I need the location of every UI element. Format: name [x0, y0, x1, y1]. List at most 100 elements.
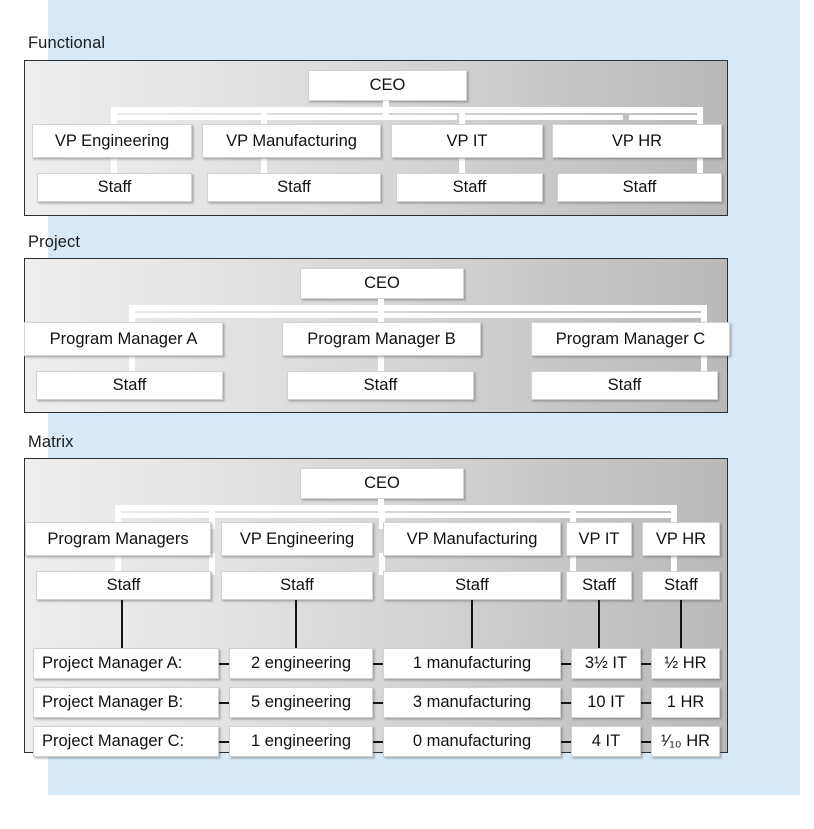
- connector-link: [111, 155, 117, 177]
- matrix-hyphen: [373, 663, 383, 665]
- connector-drop: [115, 505, 121, 529]
- connector-drop: [261, 107, 267, 131]
- chart-panel-functional: CEO VP Engineering VP Manufacturing VP I…: [24, 60, 728, 216]
- connector-bus-seg: [385, 513, 570, 518]
- connector-link: [697, 155, 703, 177]
- matrix-hyphen: [219, 702, 229, 704]
- node-staff[interactable]: Staff: [531, 371, 718, 400]
- matrix-vertical-link: [121, 600, 123, 648]
- connector-link: [115, 553, 121, 575]
- node-ceo[interactable]: CEO: [308, 70, 467, 101]
- connector-bus-seg: [629, 115, 703, 120]
- node-vp-it[interactable]: VP IT: [391, 124, 543, 158]
- connector-drop: [570, 505, 576, 529]
- connector-link: [209, 553, 215, 575]
- node-ceo[interactable]: CEO: [300, 468, 464, 499]
- node-ceo[interactable]: CEO: [300, 268, 464, 299]
- node-staff[interactable]: Staff: [221, 571, 373, 600]
- connector-drop: [378, 305, 384, 329]
- node-staff[interactable]: Staff: [383, 571, 561, 600]
- matrix-vertical-link: [598, 600, 600, 648]
- node-staff[interactable]: Staff: [36, 571, 211, 600]
- matrix-hyphen: [641, 741, 651, 743]
- connector-drop: [671, 505, 677, 529]
- node-staff[interactable]: Staff: [642, 571, 720, 600]
- matrix-cell-it[interactable]: 10 IT: [571, 687, 641, 718]
- connector-link: [261, 155, 267, 177]
- matrix-cell-manufacturing[interactable]: 0 manufacturing: [383, 726, 561, 757]
- node-vp-hr[interactable]: VP HR: [642, 522, 720, 556]
- node-staff[interactable]: Staff: [36, 371, 223, 400]
- matrix-cell-manufacturing[interactable]: 1 manufacturing: [383, 648, 561, 679]
- matrix-cell-it[interactable]: 4 IT: [571, 726, 641, 757]
- connector-link: [379, 553, 385, 575]
- node-vp-engineering[interactable]: VP Engineering: [32, 124, 192, 158]
- connector-bus: [111, 107, 703, 113]
- connector-drop: [701, 305, 707, 329]
- connector-bus-seg: [135, 313, 378, 318]
- connector-drop: [209, 505, 215, 529]
- connector-bus-seg: [465, 115, 623, 120]
- connector-link: [671, 553, 677, 575]
- node-staff[interactable]: Staff: [207, 173, 381, 202]
- matrix-cell-hr[interactable]: 1 HR: [651, 687, 720, 718]
- node-staff[interactable]: Staff: [566, 571, 632, 600]
- section-title-project: Project: [28, 233, 81, 251]
- matrix-cell-hr[interactable]: ½ HR: [651, 648, 720, 679]
- matrix-vertical-link: [680, 600, 682, 648]
- matrix-hyphen: [219, 741, 229, 743]
- connector-link: [570, 553, 576, 575]
- node-vp-manufacturing[interactable]: VP Manufacturing: [383, 522, 561, 556]
- connector-bus-seg: [121, 513, 209, 518]
- matrix-cell-engineering[interactable]: 2 engineering: [229, 648, 373, 679]
- matrix-row-label[interactable]: Project Manager C:: [33, 726, 219, 757]
- node-vp-manufacturing[interactable]: VP Manufacturing: [202, 124, 381, 158]
- node-vp-it[interactable]: VP IT: [566, 522, 632, 556]
- matrix-cell-manufacturing[interactable]: 3 manufacturing: [383, 687, 561, 718]
- connector-bus-seg: [384, 313, 701, 318]
- section-title-functional: Functional: [28, 34, 106, 52]
- node-program-manager-a[interactable]: Program Manager A: [24, 322, 223, 356]
- connector-bus-seg: [576, 513, 671, 518]
- connector-link: [378, 353, 384, 375]
- node-staff[interactable]: Staff: [37, 173, 192, 202]
- connector-bus-seg: [215, 513, 379, 518]
- matrix-hyphen: [219, 663, 229, 665]
- matrix-cell-engineering[interactable]: 1 engineering: [229, 726, 373, 757]
- matrix-hyphen: [373, 702, 383, 704]
- node-program-managers[interactable]: Program Managers: [25, 522, 211, 556]
- node-program-manager-b[interactable]: Program Manager B: [282, 322, 481, 356]
- matrix-hyphen: [561, 663, 571, 665]
- matrix-hyphen: [561, 702, 571, 704]
- matrix-cell-it[interactable]: 3½ IT: [571, 648, 641, 679]
- section-title-matrix: Matrix: [28, 433, 74, 451]
- connector-bus: [129, 305, 707, 311]
- chart-panel-project: CEO Program Manager A Program Manager B …: [24, 258, 730, 413]
- matrix-cell-hr[interactable]: ¹⁄₁₀ HR: [651, 726, 720, 757]
- connector-drop: [379, 505, 385, 529]
- node-staff[interactable]: Staff: [557, 173, 722, 202]
- connector-bus-seg: [117, 115, 261, 120]
- chart-panel-matrix: CEO Program Managers VP Engineering VP M…: [24, 458, 728, 757]
- connector-bus-seg: [267, 115, 457, 120]
- matrix-hyphen: [641, 702, 651, 704]
- node-staff[interactable]: Staff: [396, 173, 543, 202]
- matrix-hyphen: [561, 741, 571, 743]
- node-staff[interactable]: Staff: [287, 371, 474, 400]
- connector-drop: [111, 107, 117, 131]
- matrix-cell-engineering[interactable]: 5 engineering: [229, 687, 373, 718]
- matrix-row-label[interactable]: Project Manager B:: [33, 687, 219, 718]
- connector-link: [129, 353, 135, 375]
- node-vp-engineering[interactable]: VP Engineering: [221, 522, 373, 556]
- node-vp-hr[interactable]: VP HR: [552, 124, 722, 158]
- node-program-manager-c[interactable]: Program Manager C: [531, 322, 730, 356]
- connector-drop: [129, 305, 135, 329]
- matrix-vertical-link: [471, 600, 473, 648]
- matrix-row-label[interactable]: Project Manager A:: [33, 648, 219, 679]
- connector-link: [701, 353, 707, 375]
- connector-link: [459, 155, 465, 177]
- matrix-vertical-link: [295, 600, 297, 648]
- connector-drop: [459, 107, 465, 131]
- matrix-hyphen: [641, 663, 651, 665]
